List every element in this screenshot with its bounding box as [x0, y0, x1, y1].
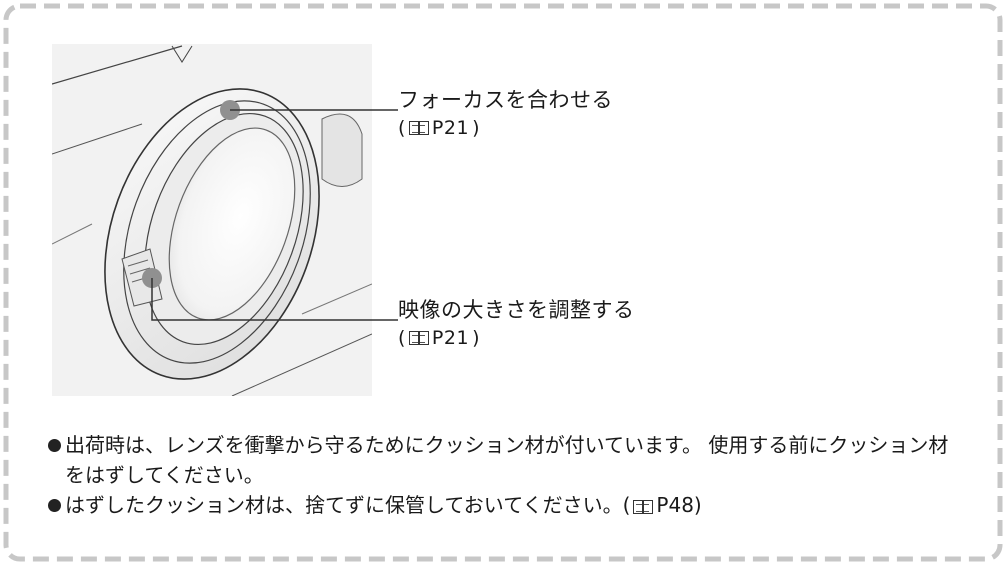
zoom-page-ref[interactable]: ( P21) [398, 324, 635, 352]
focus-label: フォーカスを合わせる [398, 88, 613, 112]
lens-illustration [52, 44, 372, 396]
bullet-dot [48, 499, 61, 512]
ref-open-paren: ( [398, 117, 406, 139]
book-icon [408, 331, 429, 345]
book-icon [408, 121, 429, 135]
ref-page: P21 [431, 327, 470, 349]
note-page-ref[interactable]: P48 [656, 493, 694, 517]
note-text-body: はずしたクッション材は、捨てずに保管しておいてください。( [65, 493, 631, 517]
note-item: 出荷時は、レンズを衝撃から守るためにクッション材が付いています。 使用する前にク… [48, 430, 968, 490]
zoom-label: 映像の大きさを調整する [398, 298, 635, 322]
notes-list: 出荷時は、レンズを衝撃から守るためにクッション材が付いています。 使用する前にク… [48, 430, 968, 520]
note-text: はずしたクッション材は、捨てずに保管しておいてください。( P48) [65, 490, 702, 520]
ref-open-paren: ( [398, 327, 406, 349]
focus-page-ref[interactable]: ( P21) [398, 114, 613, 142]
note-text: 出荷時は、レンズを衝撃から守るためにクッション材が付いています。 使用する前にク… [65, 433, 949, 487]
bullet-dot [48, 439, 61, 452]
callout-zoom: 映像の大きさを調整する ( P21) [398, 296, 635, 352]
leader-lines [372, 109, 398, 321]
ref-close-paren: ) [472, 327, 480, 349]
note-item: はずしたクッション材は、捨てずに保管しておいてください。( P48) [48, 490, 968, 520]
ref-close-paren: ) [472, 117, 480, 139]
book-icon [633, 499, 654, 514]
callout-focus: フォーカスを合わせる ( P21) [398, 86, 613, 142]
note-close-paren: ) [693, 493, 702, 517]
ref-page: P21 [431, 117, 470, 139]
